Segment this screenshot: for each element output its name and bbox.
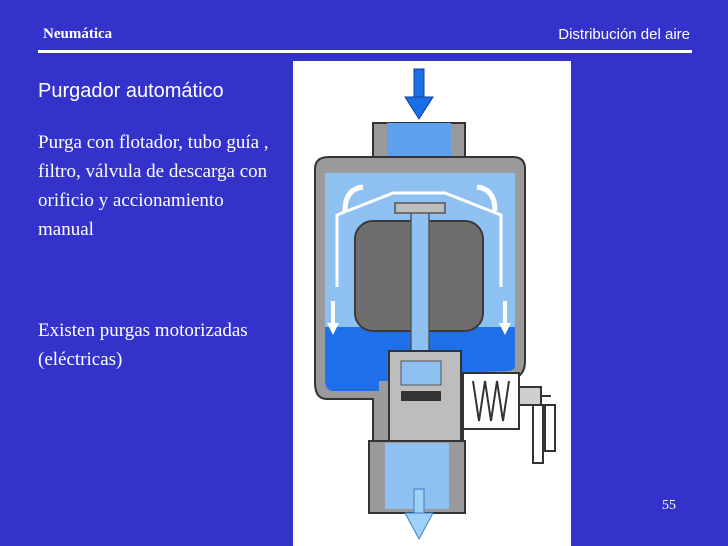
header-topic: Neumática [43, 26, 113, 42]
description-paragraph: Purga con flotador, tubo guía , filtro, … [38, 132, 269, 240]
note-paragraph: Existen purgas motorizadas (eléctricas) [38, 320, 248, 370]
knob-icon [518, 386, 556, 464]
header-section: Distribución del aire [558, 26, 690, 43]
slide-title: Purgador automático [38, 80, 224, 102]
header-rule [38, 50, 692, 53]
spring-icon [462, 372, 520, 430]
drain-valve-illustration [314, 68, 556, 541]
page-number: 55 [662, 498, 676, 513]
drain-valve-body [388, 350, 462, 442]
inlet-arrow-icon [404, 68, 434, 120]
drain-valve-diagram [293, 61, 571, 546]
bowl-casing [314, 156, 526, 442]
outlet-arrow-icon [404, 488, 434, 541]
flow-arrows-icon [327, 184, 511, 335]
